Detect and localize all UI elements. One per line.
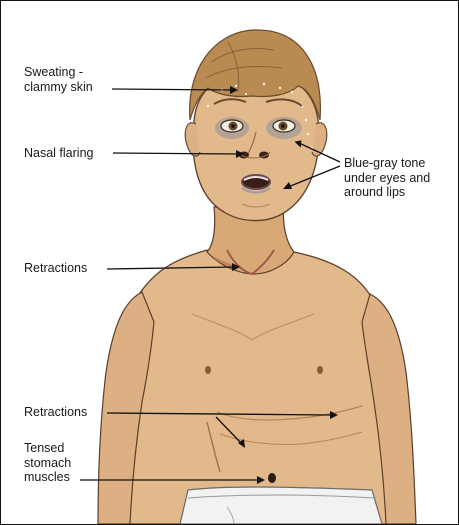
label-sweating: Sweating - clammy skin bbox=[24, 65, 93, 94]
left-nipple bbox=[205, 366, 211, 374]
torso bbox=[102, 250, 397, 524]
right-nipple bbox=[317, 366, 323, 374]
pants bbox=[180, 487, 382, 524]
label-tensed-stomach: Tensed stomach muscles bbox=[24, 441, 71, 485]
label-blue-gray-tone: Blue-gray tone under eyes and around lip… bbox=[344, 156, 430, 200]
label-nasal-flaring: Nasal flaring bbox=[24, 146, 93, 161]
navel bbox=[268, 473, 276, 483]
label-retractions-neck: Retractions bbox=[24, 261, 87, 276]
label-retractions-chest: Retractions bbox=[24, 405, 87, 420]
